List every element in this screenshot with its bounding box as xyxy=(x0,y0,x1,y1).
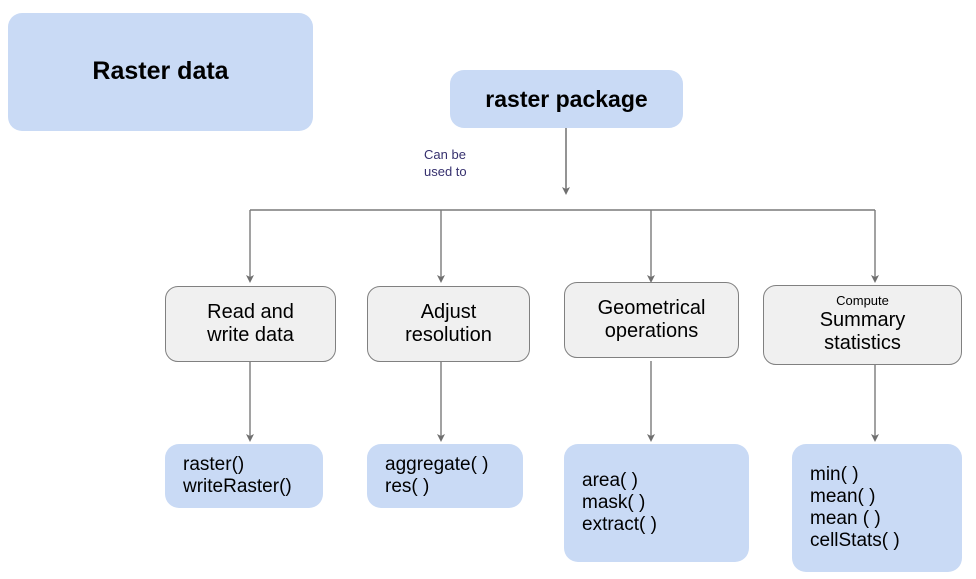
node-geometrical-operations[interactable]: Geometrical operations xyxy=(564,282,739,358)
node-summary-statistics-line1: Summary xyxy=(819,309,906,332)
node-functions-read-write[interactable]: raster() writeRaster() xyxy=(165,444,323,508)
node-adjust-resolution-line2: resolution xyxy=(405,324,492,346)
edge-label-can-be-used-to: Can be used to xyxy=(424,147,467,179)
node-raster-data[interactable]: Raster data xyxy=(8,13,313,131)
function-name: extract( ) xyxy=(582,514,657,536)
function-name: aggregate( ) xyxy=(385,453,489,475)
node-raster-data-label: Raster data xyxy=(92,57,229,86)
node-raster-package[interactable]: raster package xyxy=(450,70,683,128)
function-name: raster() xyxy=(183,453,245,475)
node-geometrical-operations-line1: Geometrical xyxy=(597,296,706,319)
function-name: mean( ) xyxy=(810,485,876,507)
node-functions-summary-statistics[interactable]: min( ) mean( ) mean ( ) cellStats( ) xyxy=(792,444,962,572)
node-geometrical-operations-line2: operations xyxy=(604,320,699,342)
node-summary-statistics-caption: Compute xyxy=(836,293,889,309)
node-raster-package-label: raster package xyxy=(485,85,648,112)
node-summary-statistics[interactable]: Compute Summary statistics xyxy=(763,285,962,365)
function-name: min( ) xyxy=(810,463,859,485)
function-name: cellStats( ) xyxy=(810,530,900,552)
function-name: res( ) xyxy=(385,476,430,497)
node-adjust-resolution-line1: Adjust xyxy=(420,300,477,323)
node-adjust-resolution[interactable]: Adjust resolution xyxy=(367,286,530,362)
function-name: area( ) xyxy=(582,469,638,491)
node-summary-statistics-line2: statistics xyxy=(824,332,901,355)
function-name: writeRaster() xyxy=(183,476,292,497)
node-read-and-write-data-line2: write data xyxy=(207,324,294,346)
node-functions-adjust-resolution[interactable]: aggregate( ) res( ) xyxy=(367,444,523,508)
node-functions-geometrical-operations[interactable]: area( ) mask( ) extract( ) xyxy=(564,444,749,562)
node-read-and-write-data[interactable]: Read and write data xyxy=(165,286,336,362)
node-read-and-write-data-line1: Read and xyxy=(207,300,294,323)
function-name: mean ( ) xyxy=(810,508,881,529)
function-name: mask( ) xyxy=(582,491,646,513)
